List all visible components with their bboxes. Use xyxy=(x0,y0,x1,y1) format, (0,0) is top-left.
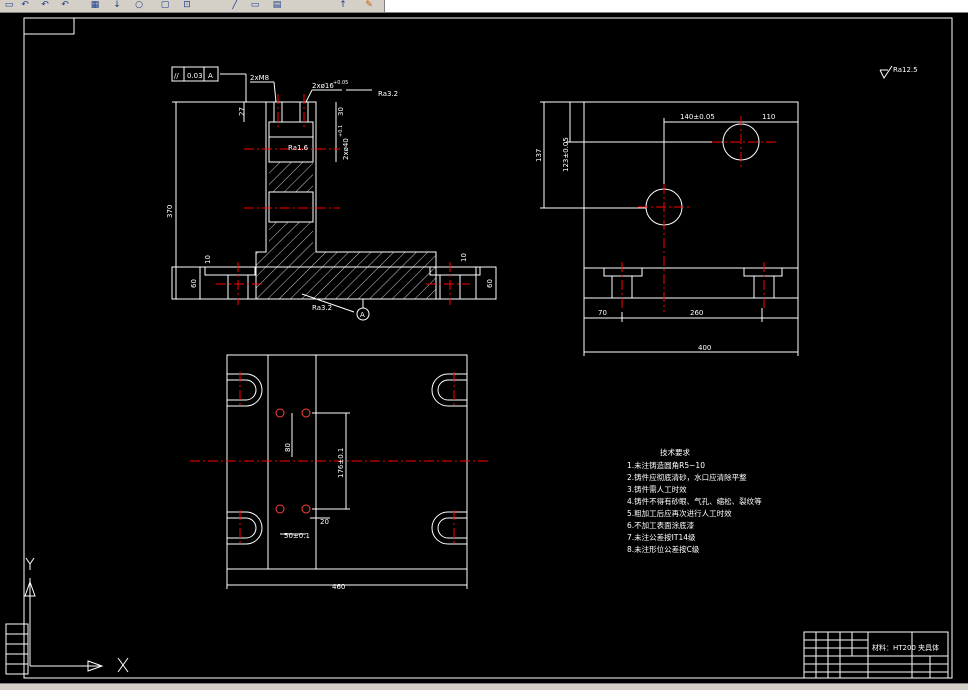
status-bar xyxy=(0,683,968,690)
part-name: 夹具体 xyxy=(918,643,939,652)
drawing-canvas[interactable]: // 0.03 A 2xM8 2xø16 +0.05 Ra3.2 Ra1.6 R… xyxy=(0,12,968,683)
dim-depth: 27 xyxy=(238,107,246,116)
side-view-labels: 140±0.05 110 137 123±0.05 70 260 400 xyxy=(535,113,775,352)
dim-70: 70 xyxy=(598,309,607,317)
front-view-centerlines xyxy=(216,94,470,305)
dim-110: 110 xyxy=(762,113,775,121)
undo-icon[interactable]: ↶ xyxy=(41,0,49,10)
dim-bore: 2xø40 xyxy=(342,138,350,160)
toolbar: ▭ ↶ ↶ ↶ ▦ ↓ ○ ▢ ⊡ ╱ ▭ ▤ ↑ ✎ xyxy=(0,0,968,13)
tech-req-item: 2.铸件应彻底清砂，水口应清除平整 xyxy=(627,472,747,482)
zoom-window-icon[interactable]: ▢ xyxy=(160,0,170,10)
dim-400: 400 xyxy=(698,344,711,352)
front-view-labels: // 0.03 A 2xM8 2xø16 +0.05 Ra3.2 Ra1.6 R… xyxy=(166,72,494,319)
zoom-icon[interactable]: ⊡ xyxy=(183,0,191,10)
front-view xyxy=(171,66,497,321)
dim-right-10: 10 xyxy=(460,253,468,262)
roughness-global-label: Ra12.5 xyxy=(893,66,918,74)
side-view-centerlines xyxy=(621,116,778,312)
thread-label: 2xM8 xyxy=(250,74,269,82)
tolerance-symbol: // xyxy=(174,72,179,80)
dim-left-60: 60 xyxy=(190,279,198,288)
dim-right-60: 60 xyxy=(486,279,494,288)
tech-req-item: 4.铸件不得有砂眼、气孔、缩松、裂纹等 xyxy=(627,496,762,506)
dim-top: 30 xyxy=(337,107,345,116)
orbit-icon[interactable]: ○ xyxy=(135,0,143,10)
dim-left-10: 10 xyxy=(204,255,212,264)
dim-123: 123±0.05 xyxy=(562,137,570,172)
dim-50: 50±0.1 xyxy=(284,532,310,540)
dim-260: 260 xyxy=(690,309,703,317)
top-view xyxy=(226,354,468,589)
tolerance-value: 0.03 xyxy=(187,72,203,80)
title-block-labels: 材料：HT200 夹具体 xyxy=(872,643,939,652)
dim-137: 137 xyxy=(535,149,543,162)
command-area[interactable] xyxy=(384,0,968,12)
undo-icon[interactable]: ↶ xyxy=(21,0,29,10)
dim-140: 140±0.05 xyxy=(680,113,715,121)
hole-tolerance: +0.05 xyxy=(333,80,348,86)
cursor-icon[interactable]: ↑ xyxy=(339,0,347,10)
tolerance-datum: A xyxy=(208,72,213,80)
roughness-bottom: Ra3.2 xyxy=(312,304,332,312)
tech-req-item: 1.未注铸造圆角R5−10 xyxy=(627,460,705,470)
pan-icon[interactable]: ↓ xyxy=(113,0,121,10)
side-view xyxy=(540,101,799,356)
dim-bore-tolerance: +0.1 xyxy=(338,125,344,137)
rectangle-icon[interactable]: ▭ xyxy=(250,0,260,10)
dim-80: 80 xyxy=(284,443,292,452)
tech-req-item: 3.铸件需人工时效 xyxy=(627,484,687,494)
dim-176: 176±0.1 xyxy=(337,448,345,478)
title-block xyxy=(803,631,949,679)
tech-req-item: 8.未注形位公差按C级 xyxy=(627,544,700,554)
datum-circle-label: A xyxy=(360,311,365,319)
dim-460: 460 xyxy=(332,583,345,591)
drawing-frame xyxy=(23,17,953,679)
tech-req-item: 7.未注公差按IT14级 xyxy=(627,532,696,542)
roughness-bore: Ra1.6 xyxy=(288,144,309,152)
top-view-centerlines xyxy=(190,372,490,546)
undo-icon[interactable]: ↶ xyxy=(61,0,69,10)
material-label: 材料：HT200 xyxy=(872,643,916,652)
properties-icon[interactable]: ▤ xyxy=(272,0,282,10)
tech-req-item: 5.粗加工后应再次进行人工时效 xyxy=(627,508,732,518)
hole-label: 2xø16 xyxy=(312,82,334,90)
top-view-labels: 80 176±0.1 20 50±0.1 460 xyxy=(284,443,345,591)
line-icon[interactable]: ╱ xyxy=(232,0,238,10)
dim-20: 20 xyxy=(320,518,329,526)
open-icon[interactable]: ▭ xyxy=(4,0,14,10)
roughness-global: Ra12.5 xyxy=(879,65,918,79)
technical-requirements: 技术要求 1.未注铸造圆角R5−10 2.铸件应彻底清砂，水口应清除平整 3.铸… xyxy=(627,447,762,554)
paint-icon[interactable]: ✎ xyxy=(365,0,373,10)
grid-icon[interactable]: ▦ xyxy=(90,0,100,10)
roughness-top: Ra3.2 xyxy=(378,90,398,98)
tech-req-item: 6.不加工表面涂底漆 xyxy=(627,520,695,530)
dim-height: 370 xyxy=(166,205,174,218)
tech-req-title: 技术要求 xyxy=(660,447,690,457)
ucs-icon xyxy=(5,557,129,675)
